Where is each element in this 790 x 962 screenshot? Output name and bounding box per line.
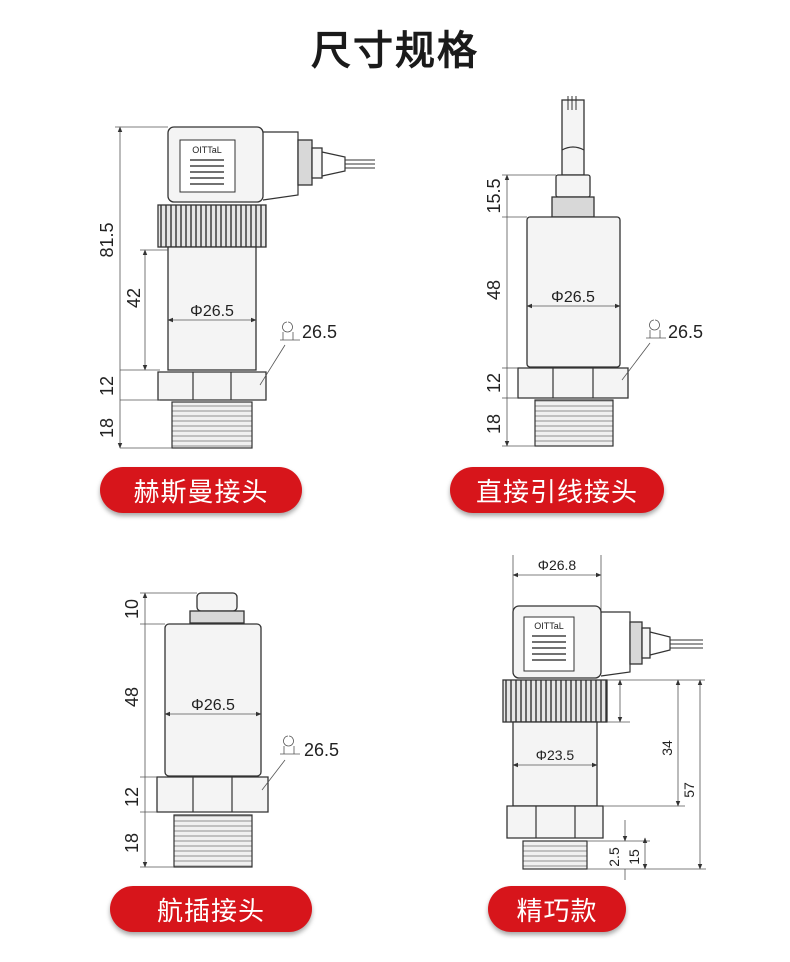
- logo-text: OITTaL: [192, 145, 222, 155]
- label-direct-cable: 直接引线接头: [450, 467, 664, 513]
- label-aviation-plug: 航插接头: [110, 886, 312, 932]
- dim-thread-height: 15: [626, 849, 642, 865]
- dim-thread-height: 18: [484, 414, 504, 434]
- dim-hex-height: 12: [122, 787, 142, 807]
- dim-thread-height: 18: [122, 833, 142, 853]
- label-compact: 精巧款: [488, 886, 626, 932]
- dim-hex: 26.5: [304, 740, 339, 760]
- dim-thread-height: 18: [97, 418, 117, 438]
- page-title: 尺寸规格: [311, 28, 479, 74]
- dim-hex: 26.5: [668, 322, 703, 342]
- dim-total-height: 81.5: [97, 222, 117, 257]
- dim-top-diameter: Φ26.8: [538, 557, 577, 573]
- sensor-aviation-plug: Φ26.5 26.5 10 48 12 18: [122, 592, 339, 868]
- dim-diameter: Φ26.5: [190, 303, 234, 320]
- dim-diameter: Φ26.5: [551, 289, 595, 306]
- dim-body-height: 48: [122, 687, 142, 707]
- dim-diameter: Φ26.5: [191, 697, 235, 714]
- dim-thread-small: 2.5: [606, 847, 622, 867]
- dim-total-height: 57: [681, 782, 697, 798]
- sensor-hirschmann: OITTaL Φ26.5 26.5 81.5 42 12 1: [97, 126, 375, 449]
- dim-body-height: 42: [124, 288, 144, 308]
- dim-body-height: 34: [659, 740, 675, 756]
- sensor-compact: Φ26.8 OITTaL Φ23.5 34 57 2.5 15: [502, 555, 706, 880]
- sensor-direct-cable: Φ26.5 26.5 15.5 48 12 18: [484, 96, 703, 447]
- logo-text: OITTaL: [534, 621, 564, 631]
- label-hirschmann: 赫斯曼接头: [100, 467, 302, 513]
- dim-hex-height: 12: [484, 373, 504, 393]
- dim-plug-height: 10: [122, 599, 142, 619]
- dim-body-height: 48: [484, 280, 504, 300]
- dim-hex-height: 12: [97, 376, 117, 396]
- dim-cable-gland: 15.5: [484, 178, 504, 213]
- dim-diameter: Φ23.5: [536, 747, 575, 763]
- dim-hex: 26.5: [302, 322, 337, 342]
